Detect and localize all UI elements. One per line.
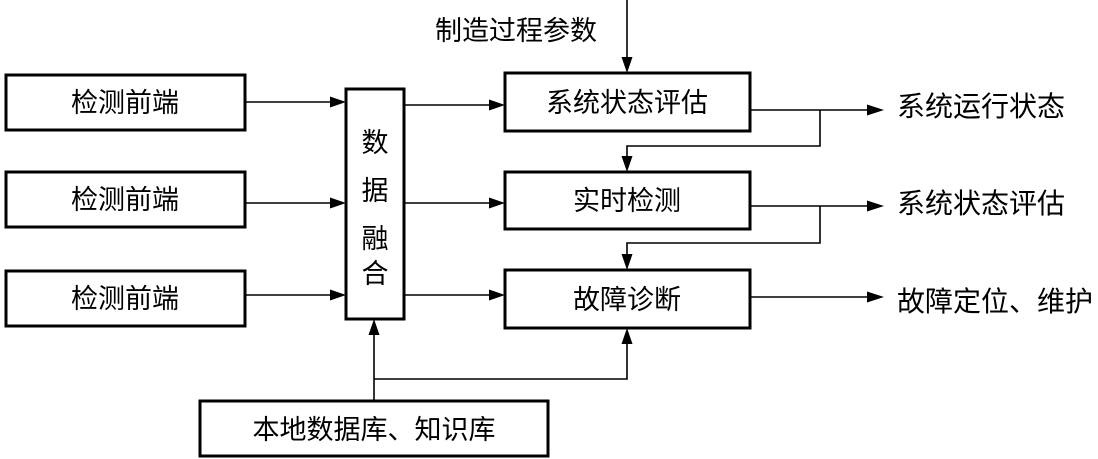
fusion-char-4: 合 [362, 259, 389, 290]
edge-realtime-diagnosis [621, 206, 821, 270]
edge-fusion-diagnosis [404, 289, 505, 301]
edge-process-param-state-eval [621, 0, 633, 73]
fusion-char-3: 融 [362, 224, 389, 255]
fault-diagnosis-node: 故障诊断 [503, 268, 752, 330]
edge-fusion-realtime [404, 197, 505, 209]
process-param-label: 制造过程参数 [435, 16, 597, 47]
fusion-char-2: 据 [362, 176, 389, 207]
edge-state-eval-realtime [621, 110, 821, 172]
fault-diagnosis-label: 故障诊断 [573, 285, 681, 316]
edge-state-eval-output [750, 104, 884, 116]
detector-label-1: 检测前端 [71, 88, 179, 119]
detector-label-3: 检测前端 [71, 284, 179, 315]
output-label-2: 系统状态评估 [897, 187, 1065, 220]
edge-database-diagnosis [374, 328, 633, 380]
realtime-detect-node: 实时检测 [503, 170, 752, 231]
detector-node-2: 检测前端 [4, 170, 247, 229]
detector-label-2: 检测前端 [71, 185, 179, 216]
edge-fusion-state-eval [404, 99, 505, 111]
detector-node-1: 检测前端 [4, 73, 247, 132]
database-label: 本地数据库、知识库 [253, 415, 496, 446]
state-eval-node: 系统状态评估 [503, 71, 752, 133]
edge-detector2-fusion [245, 197, 346, 209]
detector-node-3: 检测前端 [4, 269, 247, 328]
output-label-1: 系统运行状态 [897, 90, 1065, 123]
output-label-3: 故障定位、维护 [897, 285, 1093, 318]
database-node: 本地数据库、知识库 [198, 399, 550, 458]
edge-detector1-fusion [245, 96, 346, 108]
edge-database-fusion [368, 319, 380, 401]
edge-detector3-fusion [245, 289, 346, 301]
realtime-detect-label: 实时检测 [573, 186, 681, 217]
data-fusion-node: 数 据 融 合 [344, 87, 406, 321]
edge-realtime-output [750, 200, 884, 212]
edge-diagnosis-output [750, 291, 884, 303]
state-eval-label: 系统状态评估 [546, 88, 708, 119]
fusion-char-1: 数 [362, 128, 389, 159]
